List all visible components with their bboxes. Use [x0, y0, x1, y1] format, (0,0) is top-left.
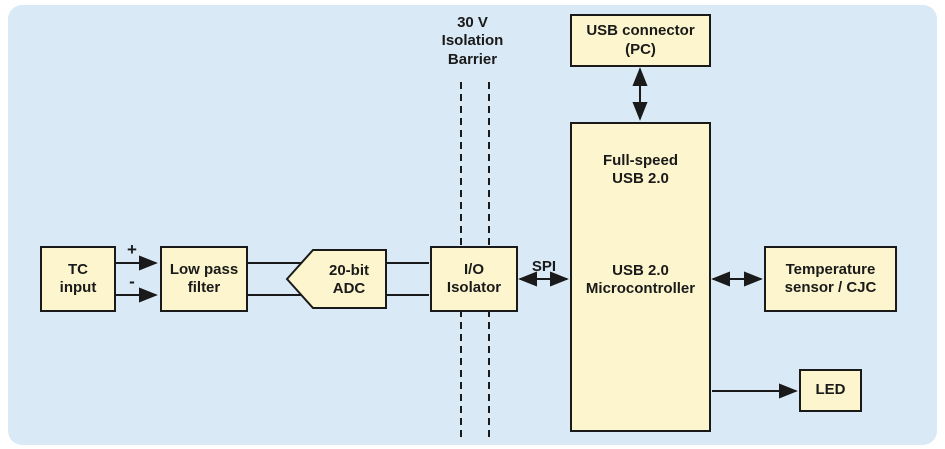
plus-label: + — [127, 240, 137, 259]
diagram-panel — [8, 5, 937, 445]
io-isolator-block: I/O Isolator — [430, 246, 518, 312]
spi-label: SPI — [531, 258, 557, 275]
minus-label: - — [129, 272, 135, 291]
adc-shape — [285, 249, 387, 309]
mcu-usb-label: Full-speed USB 2.0 — [602, 152, 678, 188]
isolation-barrier-label: 30 V Isolation Barrier — [441, 14, 504, 68]
tc-input-block: TC input — [40, 246, 116, 312]
adc-label: 20-bit ADC — [328, 261, 369, 297]
low-pass-filter-block: Low pass filter — [160, 246, 248, 312]
temperature-sensor-block: Temperature sensor / CJC — [764, 246, 897, 312]
mcu-core-label: USB 2.0 Microcontroller — [585, 262, 696, 298]
usb-connector-block: USB connector (PC) — [570, 14, 711, 67]
led-block: LED — [799, 369, 862, 412]
microcontroller-block: Full-speed USB 2.0 USB 2.0 Microcontroll… — [570, 122, 711, 432]
